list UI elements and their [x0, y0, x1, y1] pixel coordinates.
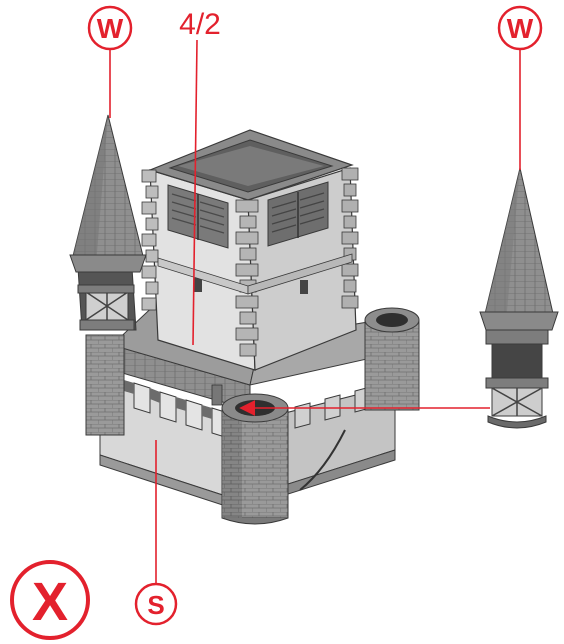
shutter-window-left — [167, 184, 229, 249]
callout-s: S — [134, 582, 178, 626]
corner-tower-back-right — [364, 307, 420, 411]
leader-lines — [109, 39, 521, 584]
spire-right-part — [479, 167, 559, 429]
leader-part-number — [192, 39, 198, 346]
callout-s-text: S — [147, 590, 164, 620]
spire-left — [69, 114, 147, 331]
corner-tower-left — [85, 334, 125, 436]
callout-x-text: X — [32, 572, 68, 632]
part-number-label: 4/2 — [179, 8, 221, 41]
callout-w-left: W — [87, 5, 133, 51]
shutter-window-right — [267, 181, 329, 247]
callout-w-left-text: W — [97, 13, 124, 44]
central-tower — [141, 129, 359, 371]
callout-x: X — [10, 560, 90, 640]
callout-w-right: W — [497, 5, 543, 51]
callout-w-right-text: W — [507, 13, 534, 44]
corner-tower-front — [221, 393, 289, 525]
castle-model — [69, 114, 420, 525]
